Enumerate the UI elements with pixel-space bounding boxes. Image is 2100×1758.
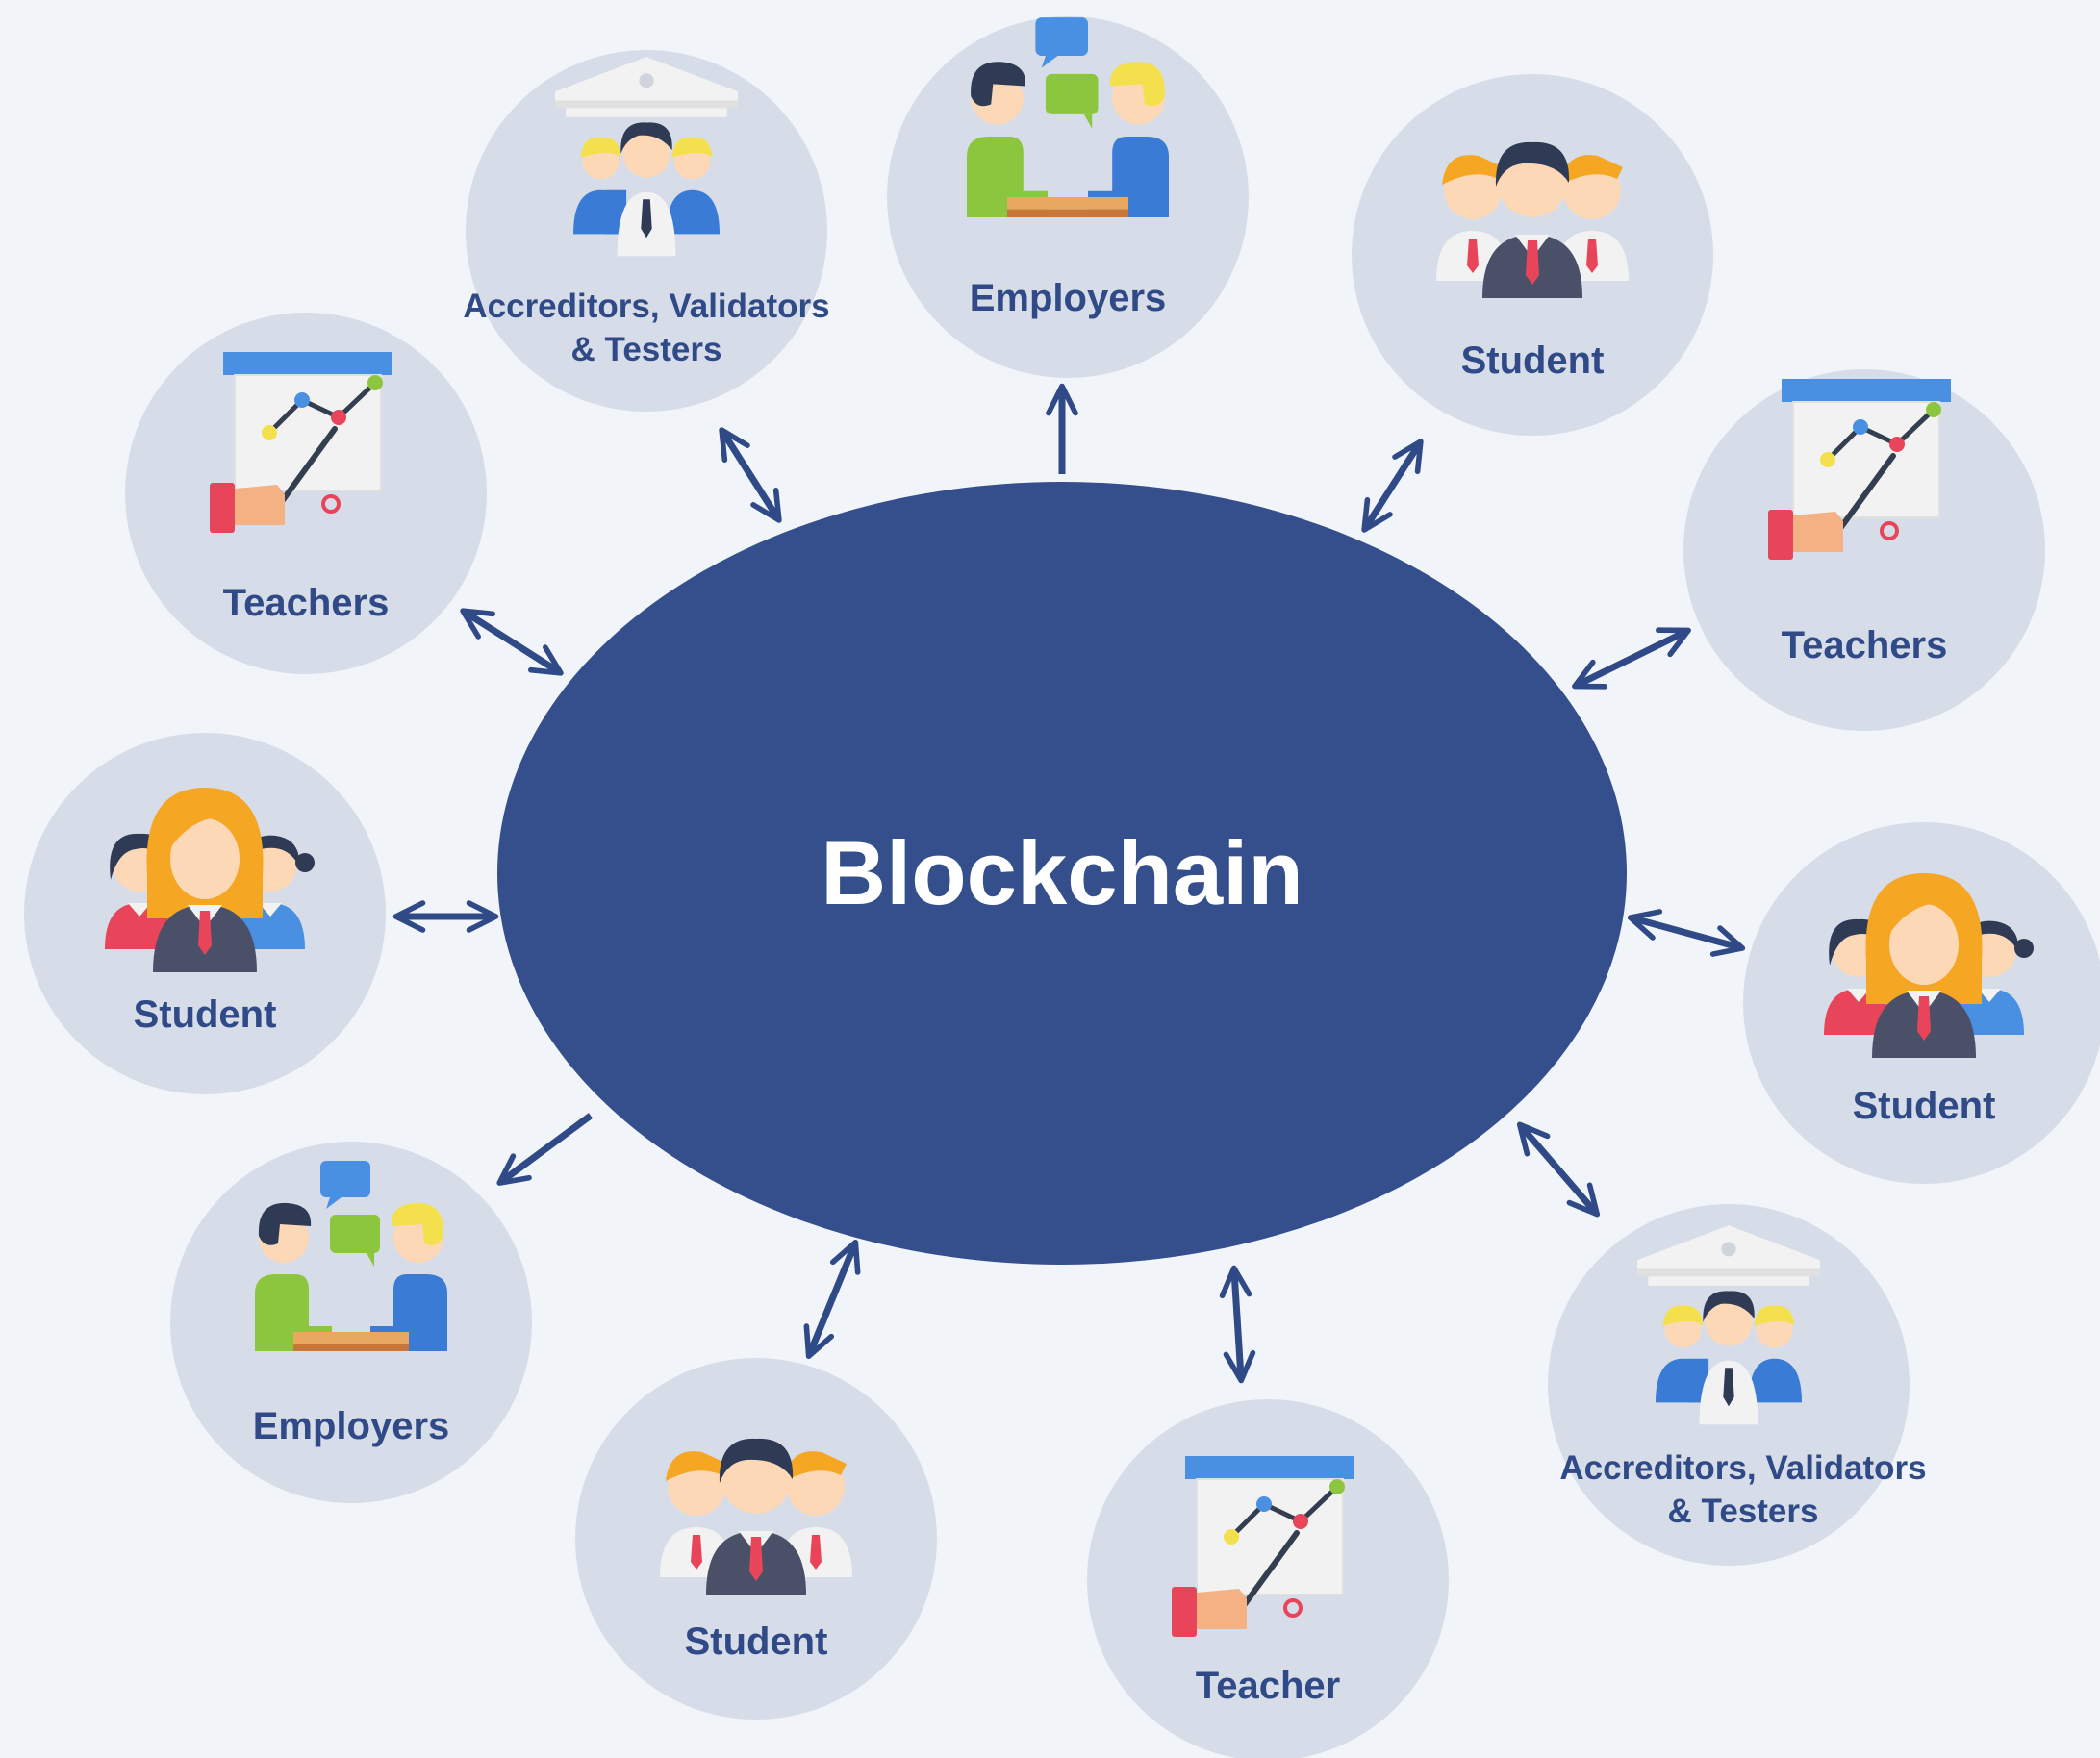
connector-arrow-student-top-right <box>1361 439 1424 533</box>
nodes-layer: Accreditors, Validators& TestersEmployer… <box>24 16 2100 1758</box>
connector-arrow-accreditors-top <box>719 427 782 523</box>
node-student-right: Student <box>1743 822 2100 1184</box>
node-label-line: Employers <box>970 277 1167 319</box>
connector-arrow-accreditors-bottom <box>1516 1121 1601 1218</box>
connector-arrow-teacher-bottom <box>1219 1265 1256 1384</box>
node-label: Student <box>134 993 277 1036</box>
node-label-line: Student <box>1461 339 1605 382</box>
node-label: Accreditors, Validators & Testers <box>1559 1449 1926 1530</box>
node-circle <box>1683 369 2045 731</box>
node-label-line: Student <box>1853 1085 1996 1127</box>
node-teacher-bottom: Teacher <box>1087 1399 1449 1758</box>
blockchain-label: Blockchain <box>821 822 1303 923</box>
node-student-top-right: Student <box>1352 74 1713 436</box>
node-accreditors-top: Accreditors, Validators & Testers <box>463 50 830 412</box>
node-employers-bottom-left: Employers <box>170 1142 532 1503</box>
connector-arrow-teachers-left <box>460 608 564 676</box>
node-label-line: Accreditors, Validators <box>463 288 829 325</box>
connector-arrow-teachers-right <box>1572 627 1691 690</box>
node-label: Employers <box>970 277 1167 319</box>
node-label-line: & Testers <box>1668 1493 1819 1530</box>
node-student-bottom: Student <box>575 1358 937 1720</box>
node-label: Student <box>1853 1085 1996 1127</box>
connector-arrow-employers-bottom-left <box>496 1113 594 1186</box>
node-student-left: Student <box>24 733 386 1094</box>
node-accreditors-bottom: Accreditors, Validators & Testers <box>1548 1204 1927 1566</box>
node-label: Teachers <box>223 582 390 624</box>
node-label-line: Student <box>685 1620 828 1663</box>
node-label-line: & Testers <box>571 331 722 368</box>
node-label-line: Teacher <box>1196 1665 1340 1707</box>
node-label: Student <box>685 1620 828 1663</box>
node-label: Teacher <box>1196 1665 1340 1707</box>
node-label-line: Accreditors, Validators <box>1559 1449 1926 1487</box>
connector-arrow-student-right <box>1627 909 1746 957</box>
node-employers-top: Employers <box>887 16 1249 378</box>
node-teachers-right: Teachers <box>1683 369 2045 731</box>
node-label-line: Student <box>134 993 277 1036</box>
node-label: Accreditors, Validators & Testers <box>463 288 829 368</box>
node-label-line: Employers <box>253 1405 450 1447</box>
node-label-line: Teachers <box>223 582 390 624</box>
node-teachers-left: Teachers <box>125 313 487 674</box>
node-label: Employers <box>253 1405 450 1447</box>
arrows-layer <box>392 383 1746 1384</box>
node-circle <box>125 313 487 674</box>
node-label: Teachers <box>1782 624 1948 666</box>
node-label: Student <box>1461 339 1605 382</box>
node-label-line: Teachers <box>1782 624 1948 666</box>
blockchain-hub <box>497 482 1627 1265</box>
connector-arrow-student-bottom <box>803 1239 861 1360</box>
